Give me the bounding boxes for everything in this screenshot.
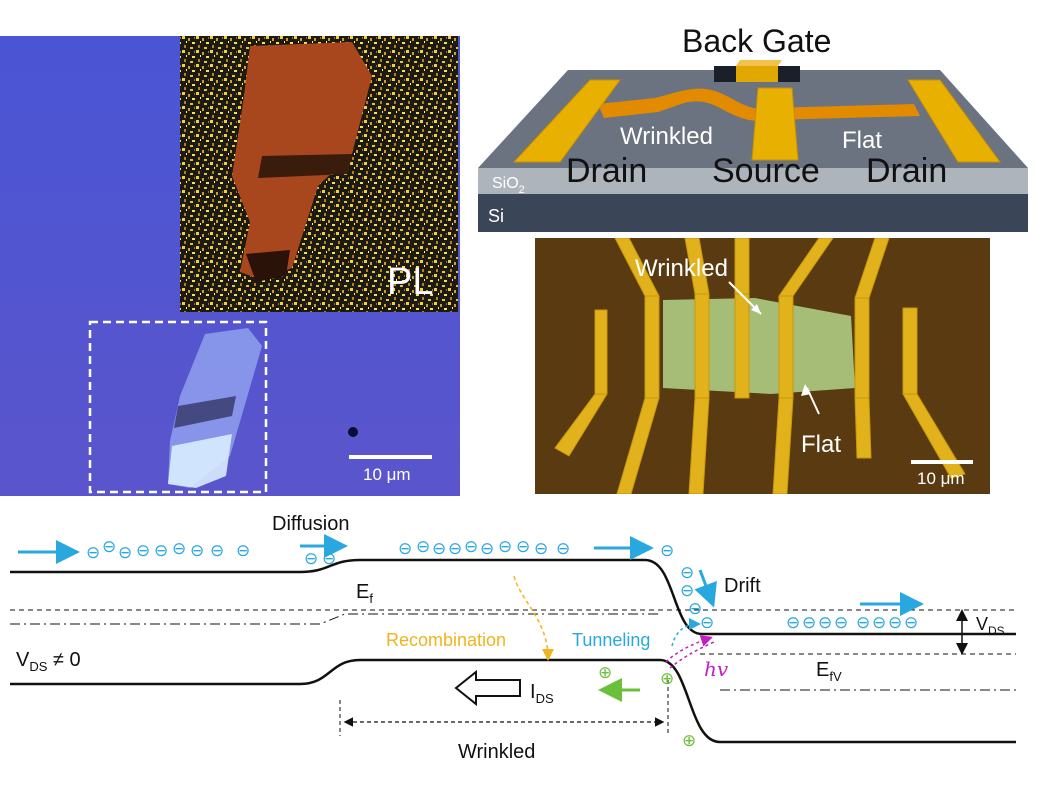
drain-right-electrode: [907, 79, 1001, 163]
svg-text:⊖: ⊖: [190, 541, 204, 560]
svg-text:⊖: ⊖: [118, 543, 132, 562]
svg-text:⊖: ⊖: [432, 539, 446, 558]
si-label: Si: [488, 206, 504, 226]
conduction-band: [10, 558, 1016, 636]
device-photo-panel: Wrinkled Flat 10 μm: [535, 237, 990, 495]
ids-arrow: [454, 669, 521, 707]
svg-text:⊕: ⊕: [660, 669, 674, 688]
svg-text:⊖: ⊖: [856, 613, 870, 632]
svg-text:⊖: ⊖: [556, 539, 570, 558]
efv-label: EfV: [816, 659, 842, 684]
photo-electrodes: [554, 237, 966, 495]
back-gate-label: Back Gate: [682, 23, 831, 59]
ids-label: IDS: [530, 681, 554, 706]
svg-text:⊖: ⊖: [102, 537, 116, 556]
si-layer: [478, 194, 1028, 232]
svg-text:⊖: ⊖: [154, 541, 168, 560]
drain-right-label: Drain: [866, 152, 947, 190]
back-gate-pad: [736, 66, 778, 82]
sio2-layer: [478, 168, 1028, 194]
svg-text:⊖: ⊖: [480, 539, 494, 558]
zoom-box: [88, 320, 268, 494]
svg-text:⊖: ⊖: [834, 613, 848, 632]
scale-bar-label: 10 μm: [363, 465, 411, 484]
band-diagram: VDS Diffusion Drift Ef Recombination Tun…: [10, 513, 1016, 763]
photo-wrinkled-label: Wrinkled: [635, 255, 728, 282]
svg-text:⊖: ⊖: [818, 613, 832, 632]
svg-text:⊖: ⊖: [172, 539, 186, 558]
svg-text:⊖: ⊖: [304, 549, 318, 568]
recombination-label: Recombination: [386, 630, 506, 650]
mos2-channel: [598, 88, 920, 121]
flat-label: Flat: [842, 127, 882, 154]
band-diagram-panel: VDS Diffusion Drift Ef Recombination Tun…: [0, 500, 1038, 784]
device-schematic-panel: Back Gate Wrinkled Flat Drain Source Dra…: [470, 0, 1038, 236]
source-electrode: [751, 87, 799, 161]
vds-neq-label: VDS ≠ 0: [16, 649, 81, 674]
intrinsic-level: [10, 613, 660, 625]
holes: ⊕ ⊕ ⊕: [598, 663, 696, 750]
svg-text:⊖: ⊖: [236, 541, 250, 560]
vds-label: VDS: [976, 614, 1005, 638]
svg-text:⊖: ⊖: [688, 599, 702, 618]
wrinkled-label: Wrinkled: [620, 123, 713, 150]
svg-text:⊖: ⊖: [700, 613, 714, 632]
svg-text:⊖: ⊖: [136, 541, 150, 560]
svg-text:⊖: ⊖: [786, 613, 800, 632]
hv-label: hv: [704, 657, 729, 681]
svg-text:⊖: ⊖: [398, 539, 412, 558]
pl-label: PL: [387, 261, 433, 303]
svg-text:⊖: ⊖: [516, 537, 530, 556]
drift-label: Drift: [724, 575, 761, 597]
drain-left-label: Drain: [566, 152, 647, 190]
svg-text:⊖: ⊖: [680, 581, 694, 600]
drain-left-electrode: [512, 79, 621, 163]
svg-text:⊖: ⊖: [872, 613, 886, 632]
svg-text:⊖: ⊖: [448, 539, 462, 558]
tunneling-label: Tunneling: [572, 630, 650, 650]
sio2-label: SiO2: [492, 175, 525, 196]
micrograph-image: PL 10 μm: [0, 36, 460, 496]
micrograph-panel: PL 10 μm: [0, 36, 460, 496]
wrinkled-region-label: Wrinkled: [458, 741, 535, 763]
svg-text:⊖: ⊖: [888, 613, 902, 632]
svg-text:⊖: ⊖: [464, 537, 478, 556]
device-photo: Wrinkled Flat 10 μm: [535, 237, 990, 495]
valence-band: [10, 658, 1016, 744]
svg-text:⊖: ⊖: [416, 537, 430, 556]
svg-text:⊖: ⊖: [660, 541, 674, 560]
svg-text:⊖: ⊖: [680, 563, 694, 582]
flake-photo: [663, 298, 855, 394]
pl-map: [180, 36, 458, 312]
ef-label: Ef: [356, 581, 373, 606]
svg-text:⊖: ⊖: [904, 613, 918, 632]
svg-text:⊕: ⊕: [598, 663, 612, 682]
electrons: ⊖ ⊖ ⊖ ⊖ ⊖ ⊖ ⊖ ⊖ ⊖ ⊖ ⊖ ⊖ ⊖ ⊖ ⊖ ⊖ ⊖ ⊖ ⊖ ⊖ …: [86, 537, 918, 632]
photo-scale-bar-label: 10 μm: [917, 469, 965, 488]
svg-text:⊖: ⊖: [86, 543, 100, 562]
svg-text:⊖: ⊖: [322, 549, 336, 568]
photo-flat-label: Flat: [801, 431, 841, 458]
svg-text:⊕: ⊕: [682, 731, 696, 750]
svg-text:⊖: ⊖: [498, 537, 512, 556]
diffusion-label: Diffusion: [272, 513, 349, 535]
svg-text:⊖: ⊖: [534, 539, 548, 558]
svg-text:⊖: ⊖: [802, 613, 816, 632]
source-label: Source: [712, 152, 820, 190]
svg-text:⊖: ⊖: [210, 541, 224, 560]
device-schematic: Back Gate Wrinkled Flat Drain Source Dra…: [478, 23, 1028, 232]
